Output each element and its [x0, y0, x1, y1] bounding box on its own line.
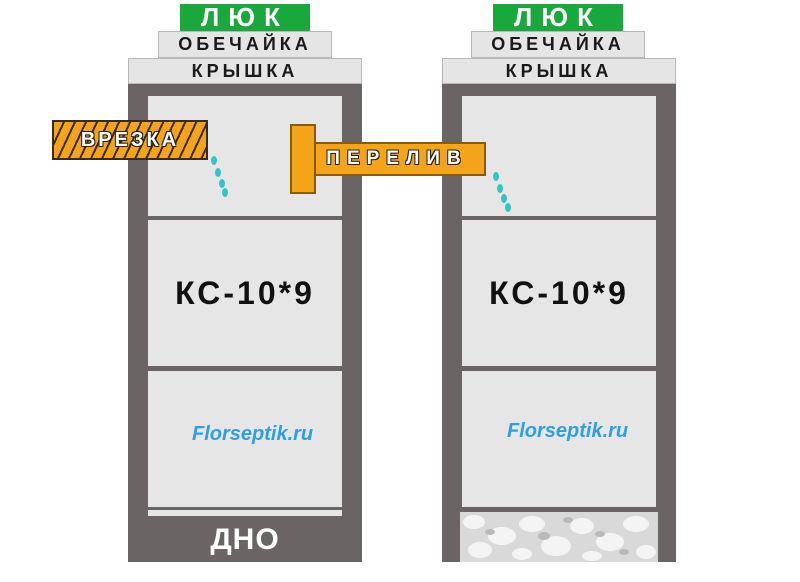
left-water-drop: [222, 188, 228, 197]
left-well-bottom-label: ДНО: [210, 522, 280, 556]
right-ring-label: КС-10*9: [489, 274, 629, 311]
right-collar: ОБЕЧАЙКА: [471, 31, 645, 58]
left-well-lower-ring: [148, 371, 342, 507]
overflow-tee: [290, 124, 316, 194]
gravel-bed: [460, 512, 658, 562]
right-hatch: ЛЮК: [493, 2, 623, 32]
right-water-drop: [501, 194, 507, 203]
overflow-label: ПЕРЕЛИВ: [326, 148, 468, 169]
inlet-label: ВРЕЗКА: [80, 128, 180, 151]
left-water-drop: [219, 179, 225, 188]
left-collar: ОБЕЧАЙКА: [158, 31, 332, 58]
left-cover: КРЫШКА: [128, 58, 362, 84]
left-well-middle-ring: КС-10*9: [148, 220, 342, 366]
left-ring-label: КС-10*9: [175, 274, 315, 311]
gravel-texture: [460, 512, 658, 562]
right-cover: КРЫШКА: [442, 58, 676, 84]
right-watermark: Florseptik.ru: [507, 420, 629, 442]
left-water-drop: [215, 168, 221, 177]
left-well-bottom-strip: [148, 510, 342, 516]
right-well-top-ring: [462, 96, 656, 216]
overflow-pipe: ПЕРЕЛИВ: [308, 142, 486, 176]
right-well-middle-ring: КС-10*9: [462, 220, 656, 366]
left-watermark: Florseptik.ru: [192, 423, 314, 445]
left-hatch: ЛЮК: [180, 2, 310, 32]
right-water-drop: [497, 184, 503, 193]
right-water-drop: [505, 203, 511, 212]
inlet-pipe: ВРЕЗКА: [52, 120, 208, 160]
right-well-lower-ring: [462, 371, 656, 507]
left-water-drop: [211, 156, 217, 165]
right-water-drop: [493, 172, 499, 181]
